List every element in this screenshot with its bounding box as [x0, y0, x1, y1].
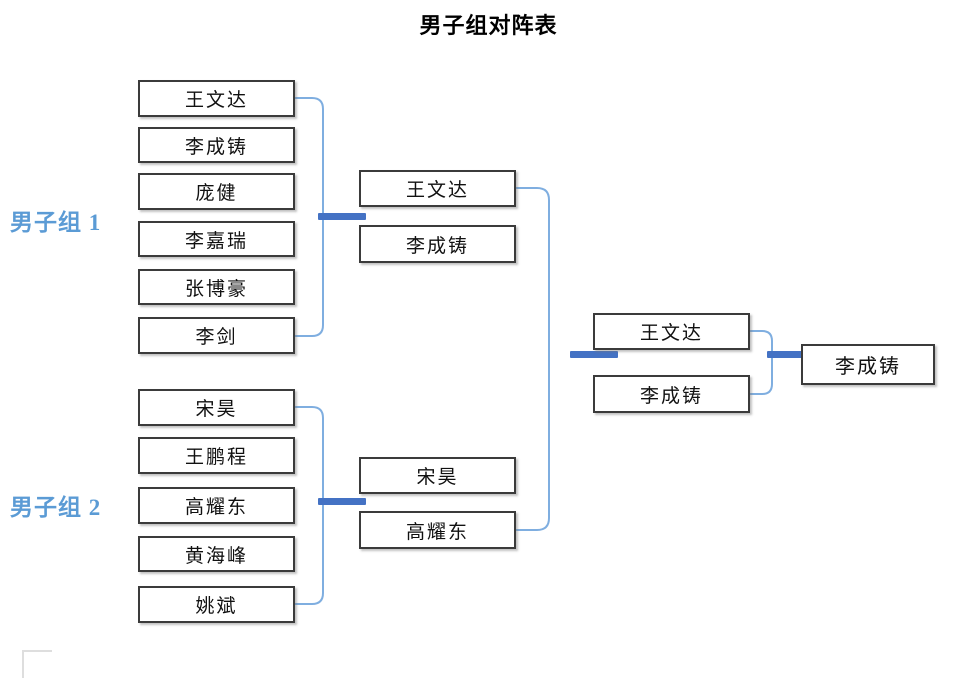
bracket-entry[interactable]: 张博豪 — [138, 269, 295, 305]
corner-crop-mark — [22, 650, 52, 678]
joint-group2 — [318, 498, 366, 505]
group-label-2: 男子组 2 — [10, 495, 102, 520]
bracket-entry[interactable]: 李剑 — [138, 317, 295, 354]
joint-group1 — [318, 213, 366, 220]
bracket-entry[interactable]: 高耀东 — [138, 487, 295, 524]
bracket-entry[interactable]: 宋昊 — [359, 457, 516, 494]
bracket-entry[interactable]: 王文达 — [593, 313, 750, 350]
wire-group1 — [295, 97, 324, 337]
bracket-entry[interactable]: 王鹏程 — [138, 437, 295, 474]
wire-round3 — [749, 330, 773, 395]
bracket-entry[interactable]: 王文达 — [138, 80, 295, 117]
bracket-entry[interactable]: 李嘉瑞 — [138, 221, 295, 257]
bracket-entry[interactable]: 宋昊 — [138, 389, 295, 426]
bracket-entry[interactable]: 李成铸 — [593, 375, 750, 413]
wire-group2 — [295, 406, 324, 605]
bracket-entry[interactable]: 黄海峰 — [138, 536, 295, 572]
bracket-entry[interactable]: 高耀东 — [359, 511, 516, 549]
bracket-entry[interactable]: 李成铸 — [138, 127, 295, 163]
bracket-entry[interactable]: 庞健 — [138, 173, 295, 210]
bracket-entry[interactable]: 王文达 — [359, 170, 516, 207]
joint-round2 — [570, 351, 618, 358]
wire-round2 — [516, 187, 550, 531]
bracket-entry[interactable]: 姚斌 — [138, 586, 295, 623]
bracket-winner[interactable]: 李成铸 — [801, 344, 935, 385]
bracket-entry[interactable]: 李成铸 — [359, 225, 516, 263]
page-title: 男子组对阵表 — [419, 13, 558, 38]
group-label-1: 男子组 1 — [10, 210, 102, 235]
